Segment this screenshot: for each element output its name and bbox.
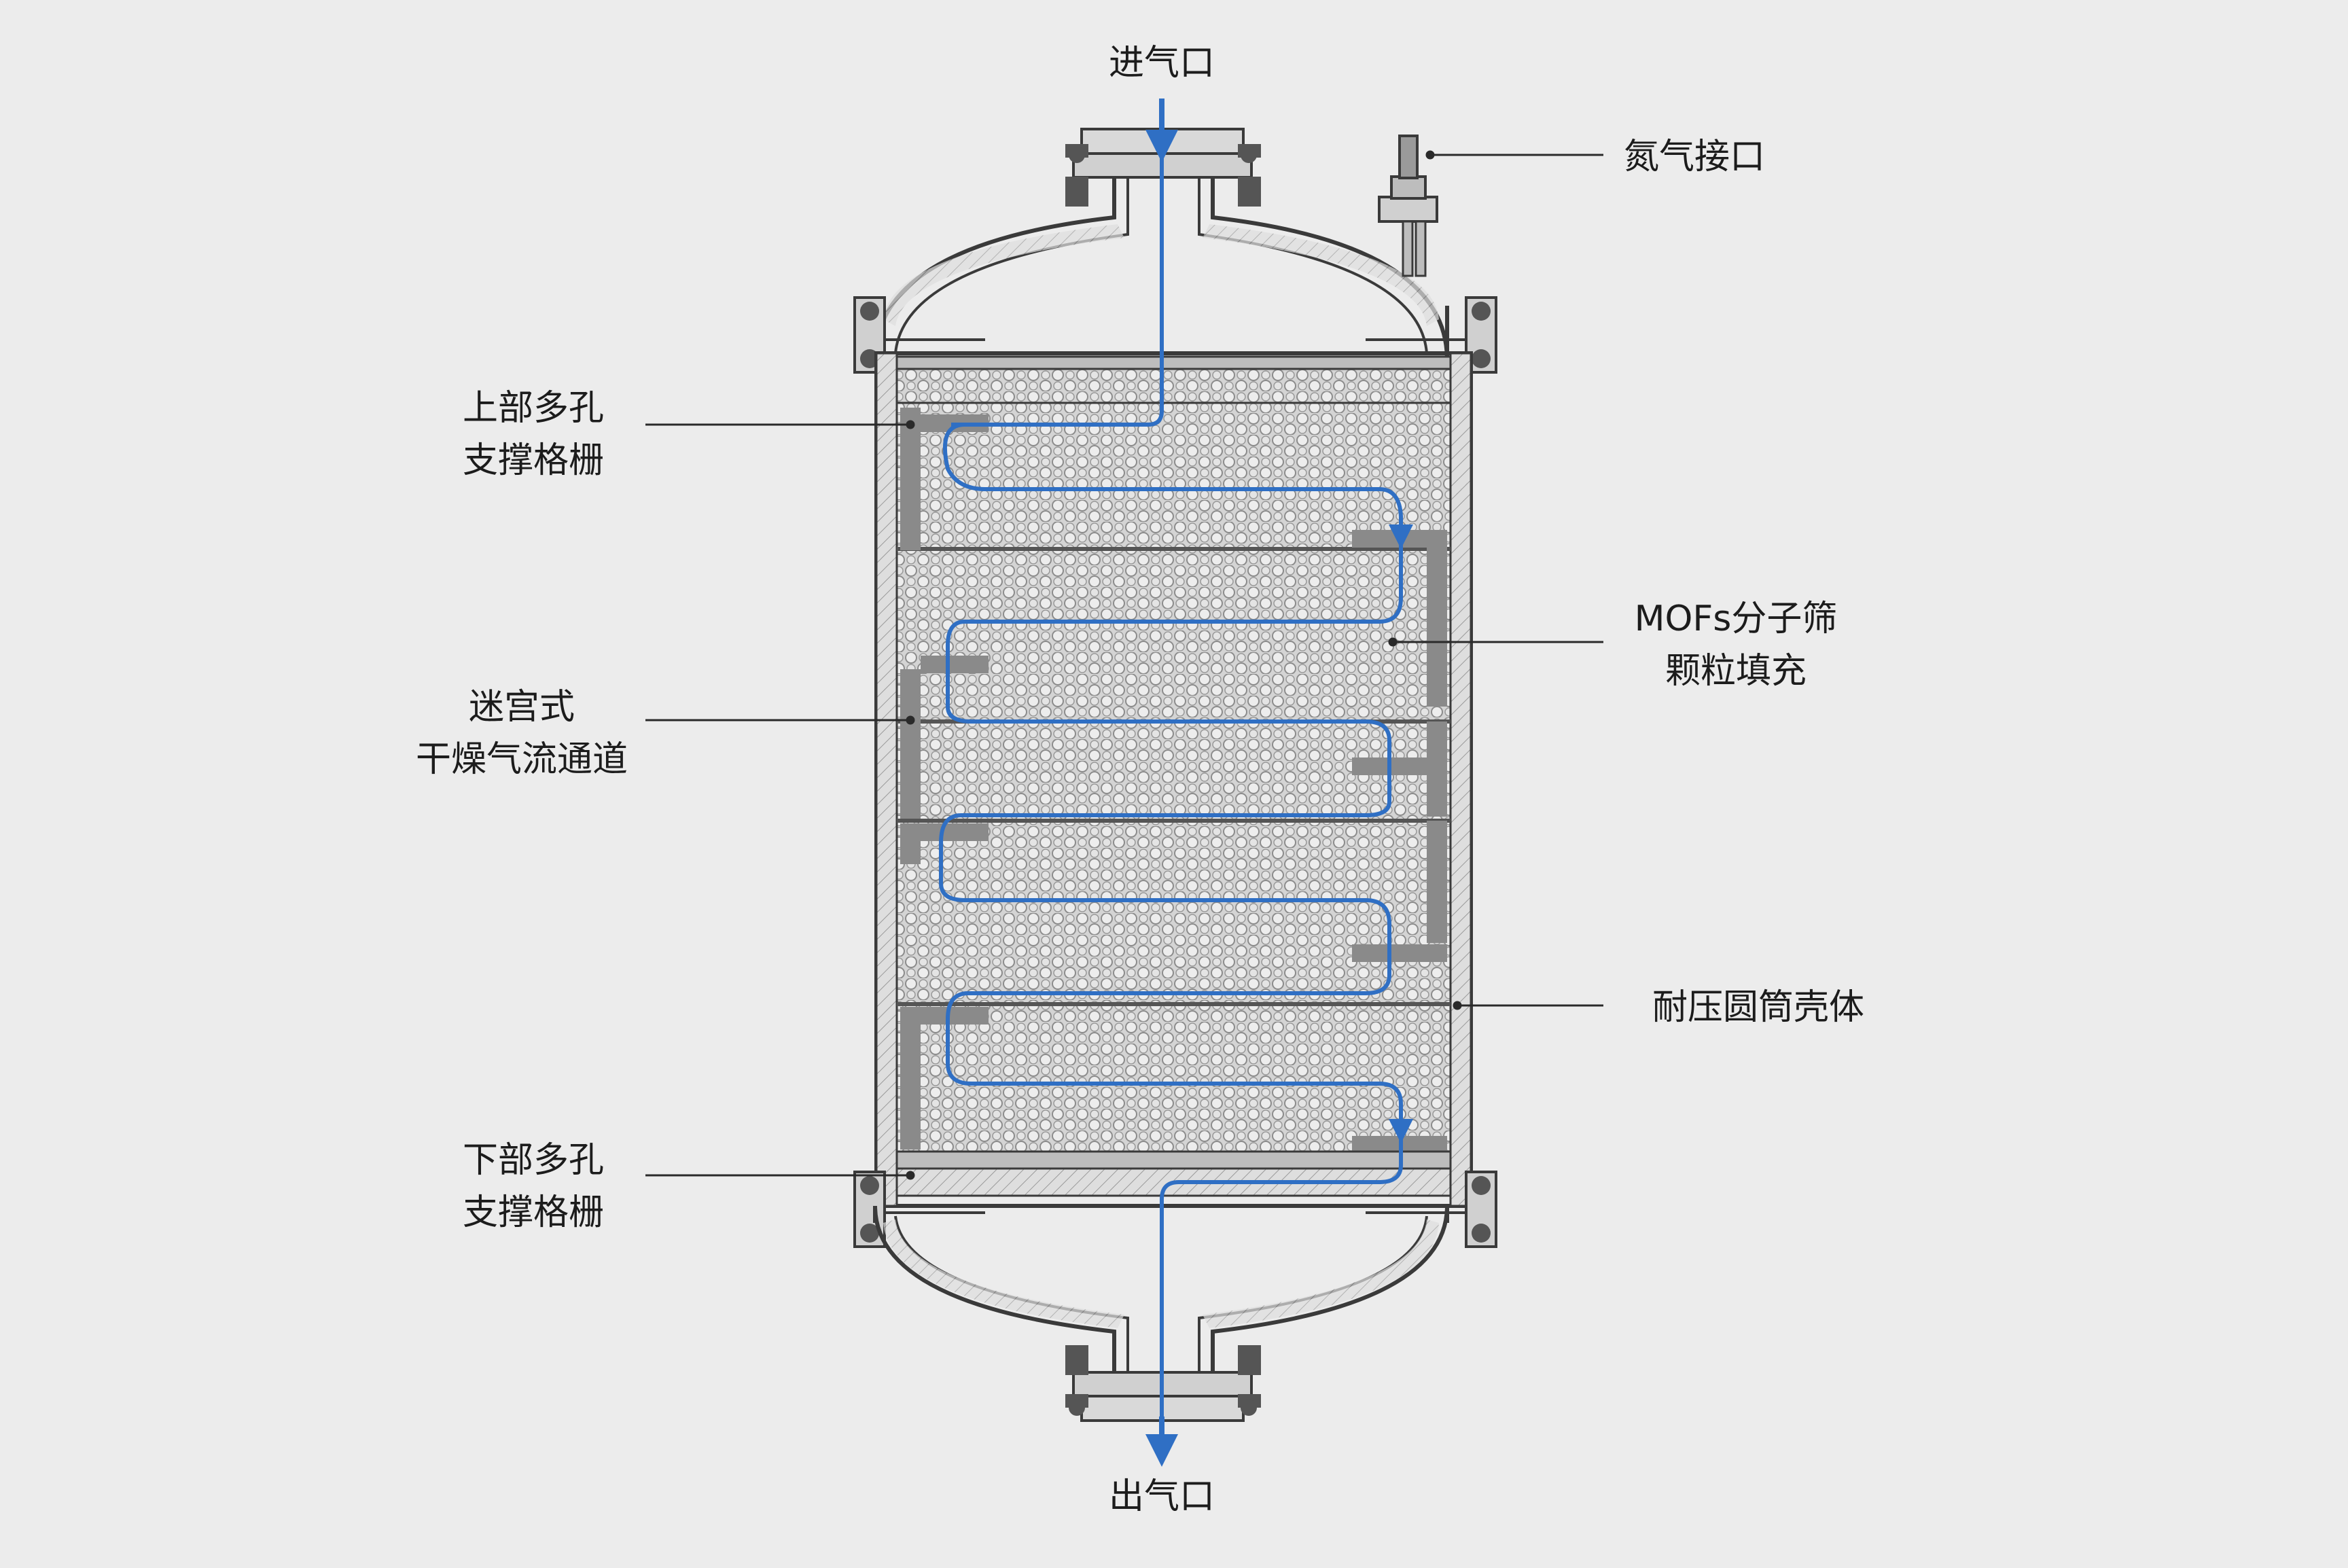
upper-support-grid xyxy=(895,355,1452,404)
maze-channel-label-line2: 干燥气流通道 xyxy=(416,739,628,780)
pressure-shell xyxy=(874,351,1473,1208)
outlet-label: 出气口 xyxy=(1109,1476,1215,1517)
upper-grid-label-line1: 上部多孔 xyxy=(463,388,604,429)
mof-packed-bed xyxy=(895,402,1452,1153)
lower-support-grid xyxy=(895,1150,1452,1197)
mof-filling-label-line1: MOFs分子筛 xyxy=(1635,599,1838,639)
shell-label: 耐压圆筒壳体 xyxy=(1652,987,1864,1028)
nitrogen-port-label: 氮气接口 xyxy=(1624,137,1765,177)
inlet-label: 进气口 xyxy=(1109,43,1215,84)
maze-baffles xyxy=(900,408,1447,1154)
lower-grid-label-line2: 支撑格栅 xyxy=(463,1192,604,1233)
maze-channel-label-line1: 迷宫式 xyxy=(469,687,575,728)
lower-body-flange xyxy=(853,1171,1497,1248)
gas-flow-path xyxy=(939,99,1413,1467)
nitrogen-port xyxy=(1378,135,1438,277)
lower-grid-label-line1: 下部多孔 xyxy=(463,1140,604,1181)
mof-filling-label-line2: 颗粒填充 xyxy=(1665,651,1807,692)
leader-lines xyxy=(645,150,1603,1180)
upper-grid-label-line2: 支撑格栅 xyxy=(463,440,604,481)
